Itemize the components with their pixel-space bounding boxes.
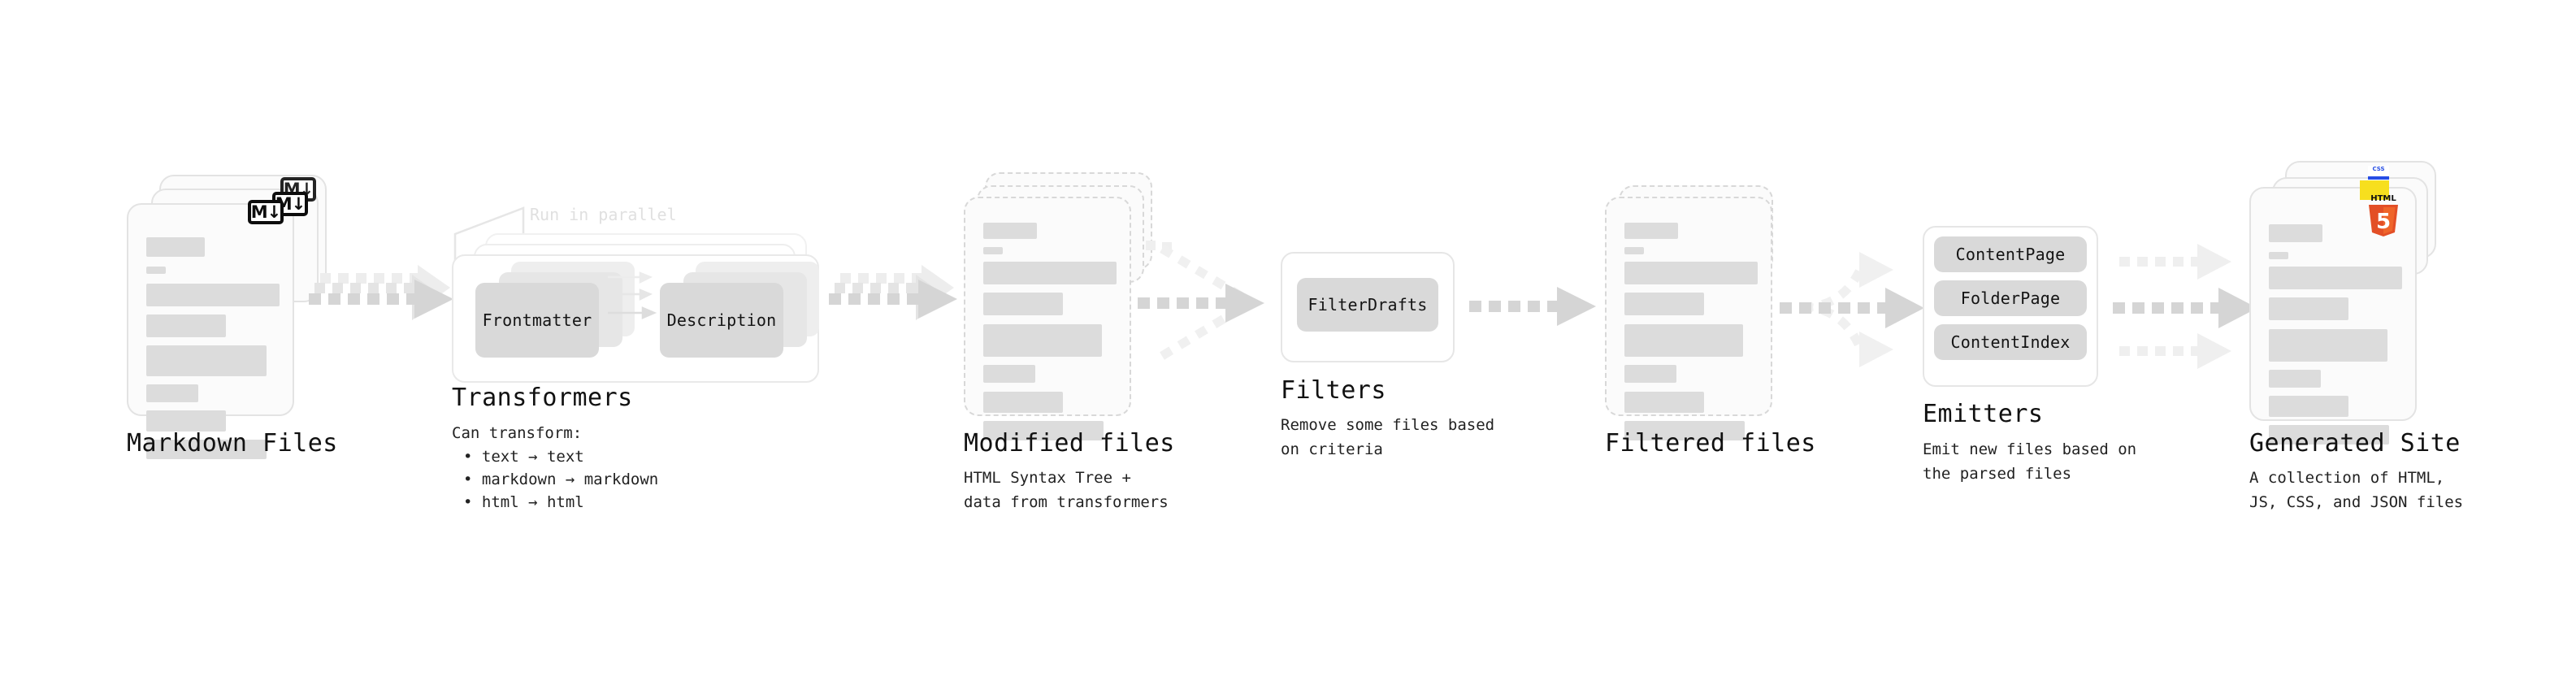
js-icon	[2360, 180, 2389, 200]
arrow-modified-to-filters	[1138, 241, 1264, 360]
placeholder-line	[2269, 329, 2387, 362]
stage-title-emitters: Emitters	[1923, 400, 2044, 428]
transformer-inner-arrows	[608, 271, 657, 319]
stage-title-generated-site: Generated Site	[2249, 429, 2461, 458]
transformer-chip-label: Description	[666, 310, 777, 330]
placeholder-line	[1624, 421, 1745, 440]
transformer-chip-description[interactable]: Description	[660, 283, 783, 358]
emitter-chip-label: ContentPage	[1955, 245, 2066, 264]
placeholder-line	[146, 237, 205, 257]
placeholder-line	[983, 247, 1003, 254]
transformers-bullet-2: • html → html	[463, 493, 584, 511]
markdown-sheet-front	[127, 203, 294, 459]
emitter-chip-label: FolderPage	[1960, 288, 2061, 308]
emitter-chip-label: ContentIndex	[1950, 332, 2071, 352]
markdown-badge-label: M↓	[250, 202, 281, 222]
placeholder-line	[1624, 223, 1678, 239]
stage-subtitle-emitters: Emit new files based on the parsed files	[1923, 440, 2137, 483]
arrow-filters-to-filtered	[1469, 287, 1596, 326]
placeholder-line	[1624, 293, 1704, 315]
transformer-chip-frontmatter[interactable]: Frontmatter	[475, 283, 599, 358]
arrow-transformers-to-modified	[829, 265, 957, 320]
stage-subtitle-transformers: Can transform:	[452, 424, 583, 442]
placeholder-line	[2269, 297, 2348, 320]
placeholder-line	[2269, 267, 2402, 289]
stage-subtitle-generated-site: A collection of HTML, JS, CSS, and JSON …	[2249, 469, 2464, 511]
filter-chip-filterdrafts[interactable]: FilterDrafts	[1297, 278, 1438, 332]
emitter-chip-contentindex[interactable]: ContentIndex	[1934, 324, 2087, 360]
svg-text:5: 5	[2376, 210, 2391, 234]
placeholder-line	[1624, 324, 1743, 357]
placeholder-line	[146, 440, 267, 459]
placeholder-line	[146, 410, 226, 432]
emitter-chip-contentpage[interactable]: ContentPage	[1934, 236, 2087, 272]
placeholder-line	[146, 345, 267, 376]
modified-sheet-front	[964, 197, 1131, 440]
placeholder-line	[2269, 224, 2322, 242]
stage-title-modified-files: Modified files	[964, 429, 1175, 458]
placeholder-line	[1624, 247, 1644, 254]
html5-icon: HTML 5	[2369, 194, 2398, 236]
placeholder-line	[1624, 262, 1758, 284]
stage-title-filters: Filters	[1281, 376, 1386, 405]
placeholder-line	[146, 384, 198, 402]
filtered-sheet-front	[1605, 197, 1772, 440]
placeholder-line	[1624, 392, 1704, 413]
filter-chip-label: FilterDrafts	[1308, 295, 1428, 314]
placeholder-line	[2269, 396, 2348, 417]
placeholder-line	[983, 262, 1117, 284]
stage-title-markdown-files: Markdown Files	[127, 429, 338, 458]
site-sheet-front	[2249, 187, 2417, 445]
arrow-emitters-to-site	[2113, 244, 2257, 369]
placeholder-line	[146, 267, 166, 274]
markdown-badge-front: M↓	[248, 200, 284, 224]
svg-text:HTML: HTML	[2370, 194, 2396, 203]
placeholder-line	[983, 421, 1104, 440]
placeholder-line	[983, 365, 1035, 383]
emitter-chip-folderpage[interactable]: FolderPage	[1934, 280, 2087, 316]
placeholder-line	[983, 223, 1037, 239]
placeholder-line	[2269, 425, 2389, 445]
transformer-chip-label: Frontmatter	[482, 310, 592, 330]
arrow-filtered-to-emitters	[1780, 252, 1924, 367]
placeholder-line	[983, 392, 1063, 413]
placeholder-line	[983, 293, 1063, 315]
transformers-bullet-1: • markdown → markdown	[463, 471, 659, 488]
transformers-bullet-0: • text → text	[463, 448, 584, 466]
stage-subtitle-filters: Remove some files based on criteria	[1281, 416, 1495, 458]
placeholder-line	[146, 284, 280, 306]
stage-title-transformers: Transformers	[452, 384, 633, 412]
stage-title-filtered-files: Filtered files	[1605, 429, 1816, 458]
placeholder-line	[2269, 370, 2321, 388]
placeholder-line	[1624, 365, 1676, 383]
placeholder-line	[983, 324, 1102, 357]
css-icon: CSS	[2368, 166, 2389, 180]
placeholder-line	[2269, 252, 2288, 259]
run-in-parallel-bracket	[453, 206, 525, 265]
stage-subtitle-modified-files: HTML Syntax Tree + data from transformer…	[964, 469, 1169, 511]
placeholder-line	[146, 314, 226, 337]
run-in-parallel-label: Run in parallel	[530, 205, 677, 224]
css-icon-label: CSS	[2372, 166, 2385, 172]
arrow-markdown-to-transformers	[309, 265, 453, 320]
